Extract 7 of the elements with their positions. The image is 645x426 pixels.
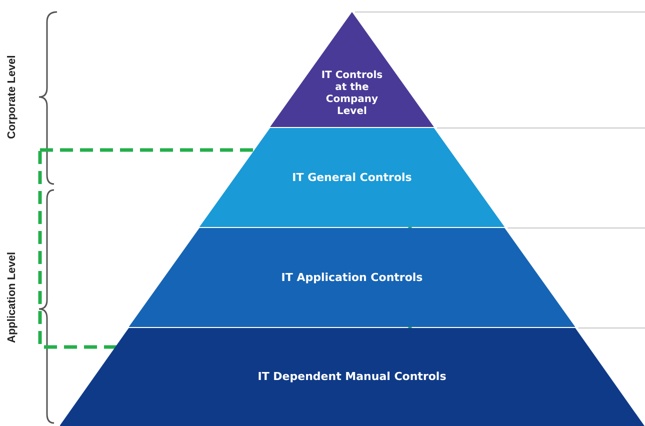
tier-label: IT General Controls	[292, 170, 412, 184]
pyramid-tier	[60, 328, 644, 426]
tier-label: IT Dependent Manual Controls	[258, 370, 446, 384]
level-label: Corporate Level	[6, 54, 18, 141]
tier-label: IT Controls at the Company Level	[320, 70, 384, 118]
level-label: Application Level	[6, 250, 18, 346]
tier-label: IT Application Controls	[281, 270, 423, 284]
